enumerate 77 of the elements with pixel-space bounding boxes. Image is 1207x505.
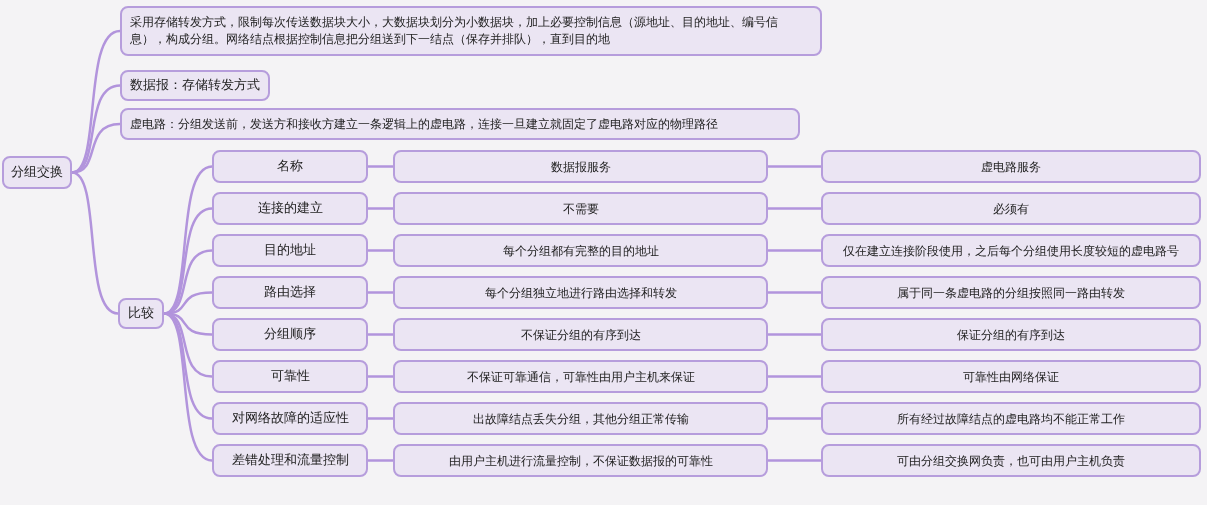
topic-box (120, 6, 822, 56)
topic-box (212, 192, 368, 225)
topic-box (212, 276, 368, 309)
topic-text: 不需要 (562, 200, 599, 218)
topic-box (212, 150, 368, 183)
topic-box (212, 360, 368, 393)
topic-box (393, 192, 768, 225)
topic-text: 不保证可靠通信，可靠性由用户主机来保证 (466, 368, 695, 386)
topic-text: 保证分组的有序到达 (957, 326, 1065, 344)
connector-line (368, 417, 393, 420)
topic-text: 不保证分组的有序到达 (520, 326, 641, 344)
topic-text: 采用存储转发方式，限制每次传送数据块大小，大数据块划分为小数据块，加上必要控制信息（源地址、目的地址、编号信息），构成分组。网络结点根据控制信息把分组送到下一结点（保存并排队），直到目的地 (130, 14, 779, 48)
topic-text: 属于同一条虚电路的分组按照同一路由转发 (897, 284, 1125, 302)
connector-line (768, 249, 821, 252)
topic-text: 仅在建立连接阶段使用，之后每个分组使用长度较短的虚电路号 (843, 242, 1179, 260)
topic-box (821, 444, 1201, 477)
topic-box (212, 234, 368, 267)
topic-box (821, 402, 1201, 435)
topic-box (120, 70, 270, 101)
topic-box (118, 298, 164, 329)
topic-box (120, 108, 800, 140)
connector-line (768, 375, 821, 378)
topic-text: 必须有 (993, 200, 1029, 218)
topic-box (393, 402, 768, 435)
topic-text: 由用户主机进行流量控制，不保证数据报的可靠性 (448, 452, 713, 470)
topic-text: 目的地址 (264, 241, 316, 260)
topic-box (212, 318, 368, 351)
connector-line (71, 171, 120, 315)
connector-line (368, 333, 393, 336)
connector-line (368, 165, 393, 168)
topic-text: 路由选择 (264, 283, 316, 302)
topic-text: 数据报服务 (550, 158, 611, 176)
topic-box (393, 318, 768, 351)
topic-text: 连接的建立 (257, 199, 323, 218)
topic-text: 名称 (277, 157, 303, 176)
topic-text: 每个分组都有完整的目的地址 (502, 242, 659, 260)
topic-text: 虚电路：分组发送前，发送方和接收方建立一条逻辑上的虚电路，连接一旦建立就固定了虚电路对应的物理路径 (130, 116, 718, 133)
connector-line (768, 417, 821, 420)
topic-box (393, 276, 768, 309)
connector-line (368, 375, 393, 378)
topic-box (821, 318, 1201, 351)
topic-box (393, 444, 768, 477)
topic-box (821, 192, 1201, 225)
topic-text: 分组交换 (11, 163, 63, 182)
topic-text: 可靠性由网络保证 (963, 368, 1059, 386)
topic-text: 对网络故障的适应性 (231, 409, 349, 428)
connector-line (768, 165, 821, 168)
connector-line (368, 291, 393, 294)
topic-text: 可靠性 (270, 367, 310, 386)
connector-line (768, 333, 821, 336)
topic-text: 数据报：存储转发方式 (130, 76, 260, 95)
topic-box (821, 360, 1201, 393)
topic-box (821, 276, 1201, 309)
topic-box (393, 150, 768, 183)
topic-text: 虚电路服务 (981, 158, 1041, 176)
topic-text: 分组顺序 (264, 325, 316, 344)
topic-text: 差错处理和流量控制 (231, 451, 349, 470)
topic-box (821, 234, 1201, 267)
connector-line (768, 207, 821, 210)
connector-line (163, 312, 214, 462)
connector-line (368, 459, 393, 462)
topic-box (2, 156, 72, 189)
topic-text: 出故障结点丢失分组，其他分组正常传输 (472, 410, 689, 428)
connector-line (768, 459, 821, 462)
topic-box (821, 150, 1201, 183)
topic-text: 可由分组交换网负责，也可由用户主机负责 (897, 452, 1125, 470)
topic-box (393, 360, 768, 393)
connector-line (368, 249, 393, 252)
connector-line (163, 312, 214, 420)
topic-box (212, 444, 368, 477)
topic-box (393, 234, 768, 267)
topic-text: 每个分组独立地进行路由选择和转发 (484, 284, 677, 302)
connector-line (368, 207, 393, 210)
topic-text: 比较 (128, 304, 154, 323)
topic-text: 所有经过故障结点的虚电路均不能正常工作 (897, 410, 1125, 428)
connector-line (768, 291, 821, 294)
topic-box (212, 402, 368, 435)
